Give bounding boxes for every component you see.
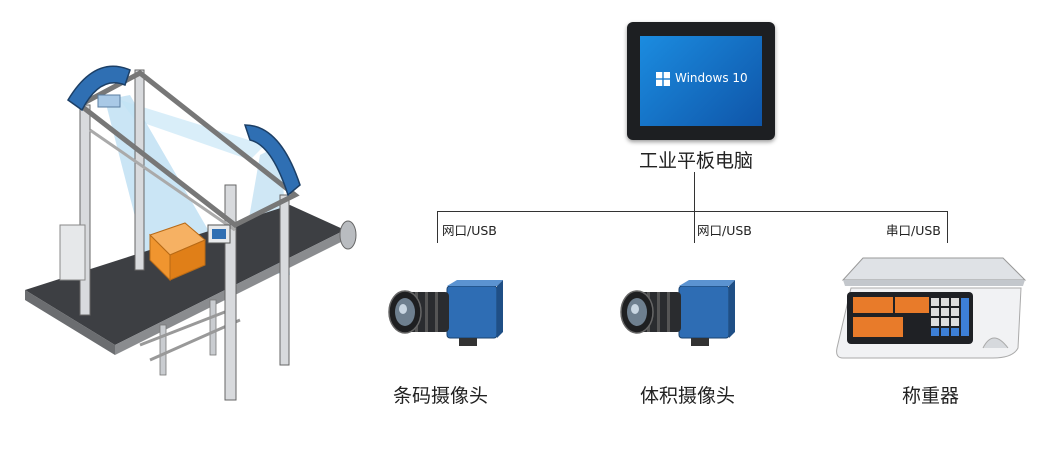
branch-line-2 [694,211,695,243]
side-scanner-head [243,124,301,197]
windows-logo-icon [656,72,670,86]
conveyor-belt [25,205,345,345]
screen-os-text: Windows 10 [675,71,748,85]
connection-label-3: 串口/USB [886,223,941,238]
panel-pc-caption: 工业平板电脑 [639,150,754,172]
branch-line-3 [947,211,948,243]
barcode-camera-label: 条码摄像头 [393,385,489,407]
top-scanner-head [67,65,131,112]
connection-label-1: 网口/USB [442,223,497,238]
branch-line-1 [437,211,438,243]
connection-label-2: 网口/USB [697,223,752,238]
bus-line [437,211,948,212]
trunk-line [694,172,695,212]
scale-label: 称重器 [902,385,960,407]
weighing-scale-icon [836,257,1027,359]
scanning-station-illustration [25,65,357,401]
volume-camera-label: 体积摄像头 [640,385,736,407]
industrial-panel-pc: Windows 10 [627,22,775,140]
barcode-camera-icon [388,280,503,346]
volume-camera-icon [620,280,735,346]
pc-screen: Windows 10 [640,36,762,126]
